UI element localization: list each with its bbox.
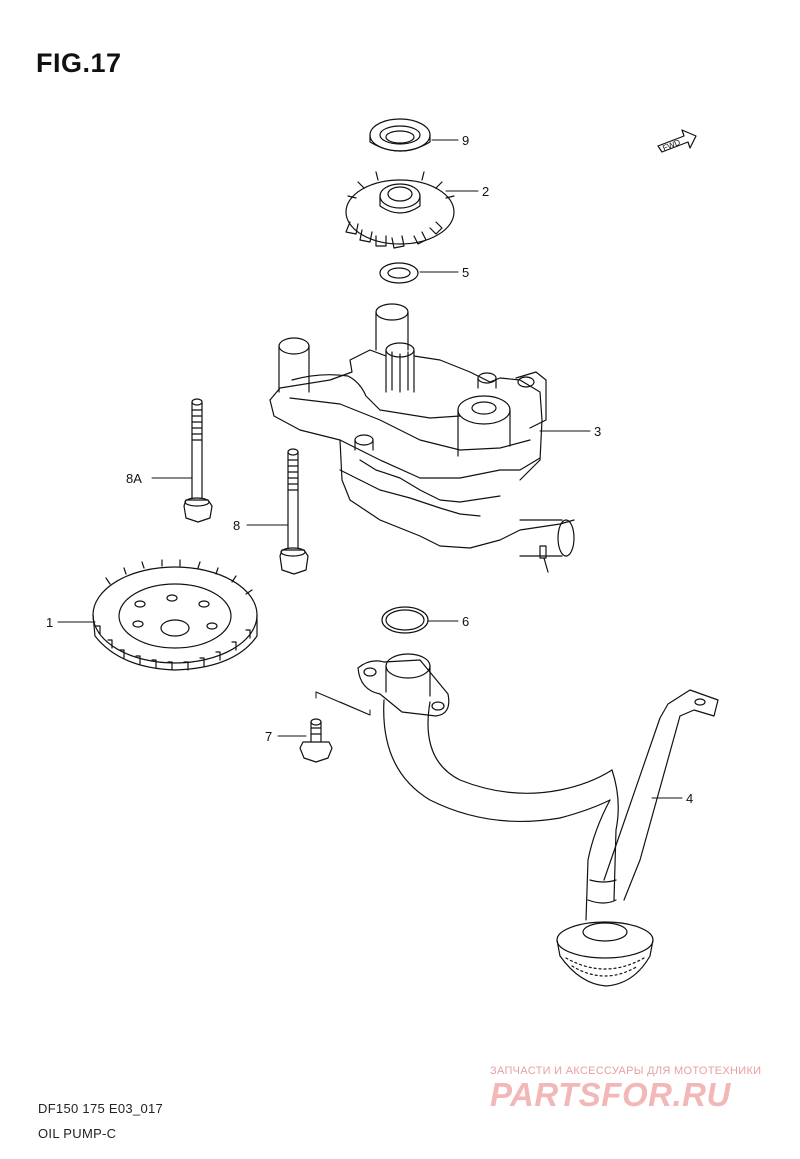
part-5-washer [379, 262, 419, 284]
watermark-subtitle: ЗАПЧАСТИ И АКСЕССУАРЫ ДЛЯ МОТОТЕХНИКИ [490, 1065, 762, 1077]
callout-5: 5 [462, 265, 469, 280]
part-7-reference-line [315, 691, 371, 716]
callout-1: 1 [46, 615, 53, 630]
forward-direction-icon: FWD [657, 129, 697, 153]
part-7-bolt [299, 718, 333, 763]
callout-3: 3 [594, 424, 601, 439]
part-8a-bolt [183, 398, 213, 523]
leader-lines [57, 139, 683, 799]
part-4-oil-strainer [357, 653, 719, 987]
callout-9: 9 [462, 133, 469, 148]
callout-6: 6 [462, 614, 469, 629]
callout-7: 7 [265, 729, 272, 744]
figure-name: OIL PUMP-C [38, 1126, 117, 1141]
callout-4: 4 [686, 791, 693, 806]
callout-8: 8 [233, 518, 240, 533]
callout-2: 2 [482, 184, 489, 199]
part-1-driven-gear [92, 559, 258, 671]
figure-code: DF150 175 E03_017 [38, 1101, 164, 1116]
part-9-oil-seal [369, 118, 431, 152]
part-3-oil-pump-body [269, 303, 575, 573]
part-6-o-ring [381, 606, 429, 634]
part-8-bolt [279, 448, 309, 575]
watermark-logo: PARTSFOR.RU [490, 1076, 731, 1113]
fwd-label: FWD [661, 138, 681, 153]
figure-title: FIG.17 [36, 48, 122, 78]
callout-8a: 8A [126, 471, 142, 486]
part-2-drive-gear [345, 171, 455, 249]
